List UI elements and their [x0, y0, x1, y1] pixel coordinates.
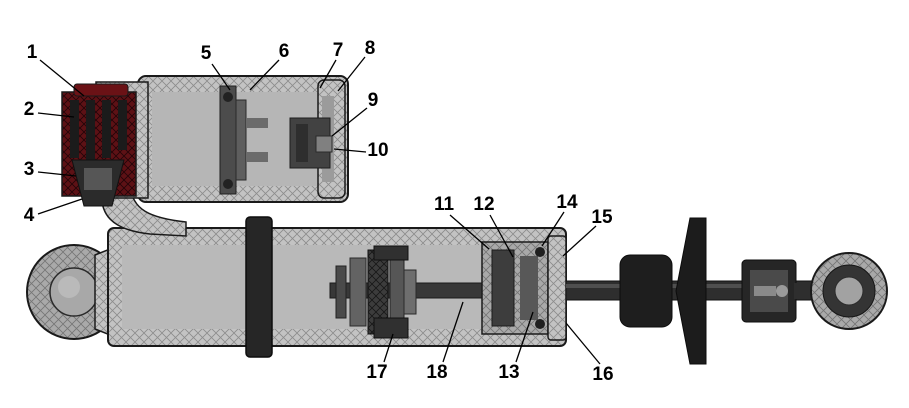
leader-line-2	[37, 112, 75, 118]
callout-label-12: 12	[473, 194, 494, 215]
callout-label-15: 15	[591, 207, 613, 228]
callout-label-11: 11	[434, 194, 455, 215]
leader-line-11	[449, 214, 490, 250]
callout-label-9: 9	[368, 90, 379, 111]
leader-line-17	[383, 333, 394, 363]
callout-label-17: 17	[366, 362, 387, 383]
leader-line-8	[337, 56, 366, 92]
leader-line-4	[37, 198, 83, 215]
right-eyelet	[794, 252, 888, 330]
adjuster-collar	[741, 259, 797, 323]
leader-line-16	[565, 322, 601, 365]
callout-label-8: 8	[365, 38, 376, 59]
compression-adjuster	[61, 81, 149, 207]
callout-label-7: 7	[333, 40, 344, 61]
callout-label-6: 6	[279, 41, 290, 62]
callout-label-3: 3	[24, 159, 35, 180]
leader-line-3	[37, 171, 77, 177]
leader-line-7	[319, 59, 337, 89]
callout-label-16: 16	[592, 364, 613, 385]
callout-label-18: 18	[426, 362, 447, 383]
reservoir-assembly	[137, 75, 349, 203]
callout-label-2: 2	[24, 99, 35, 120]
seal-head-assembly	[481, 235, 567, 341]
spring-seat	[619, 217, 707, 365]
callout-label-5: 5	[201, 43, 212, 64]
leader-line-15	[562, 225, 597, 257]
leader-line-10	[333, 148, 367, 153]
leader-line-9	[331, 107, 368, 137]
leader-line-12	[489, 214, 514, 258]
leader-line-14	[541, 211, 565, 247]
callout-label-10: 10	[367, 140, 388, 161]
callout-label-14: 14	[556, 192, 578, 213]
leader-line-5	[211, 63, 231, 91]
callout-label-4: 4	[24, 205, 35, 226]
leader-line-13	[515, 311, 534, 363]
body-clamp-band	[245, 216, 273, 358]
leader-line-6	[249, 59, 280, 91]
callout-label-13: 13	[498, 362, 519, 383]
callout-label-1: 1	[27, 42, 38, 63]
leader-line-1	[39, 59, 85, 97]
leader-line-18	[442, 301, 464, 363]
